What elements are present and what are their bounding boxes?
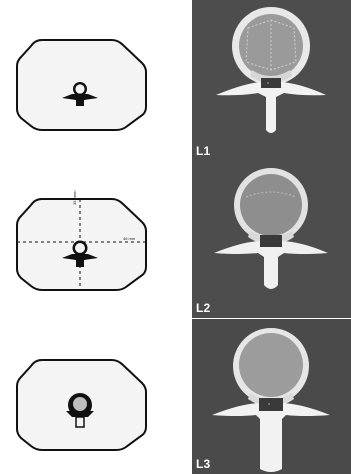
row-l1: ° L1 <box>0 0 351 160</box>
schematic-l1 <box>0 0 180 160</box>
ct-image-l3: ° L3 <box>192 319 351 474</box>
ct-label-l3: L3 <box>196 457 210 471</box>
dimension-label-horizontal: 46 mm <box>123 237 135 241</box>
svg-text:°: ° <box>268 403 270 409</box>
schematic-l2 <box>0 161 180 318</box>
row-l3: ° L3 <box>0 319 351 474</box>
svg-text:°: ° <box>267 82 269 88</box>
ct-image-l1: ° L1 <box>192 0 351 161</box>
ct-label-l2: L2 <box>196 301 210 315</box>
ct-image-l2: L2 <box>192 161 351 318</box>
ct-label-l1: L1 <box>196 144 210 158</box>
row-l2: 35.4mm 46 mm L2 <box>0 161 351 318</box>
dimension-label-vertical: 35.4mm <box>73 191 77 205</box>
schematic-l3 <box>0 319 180 474</box>
